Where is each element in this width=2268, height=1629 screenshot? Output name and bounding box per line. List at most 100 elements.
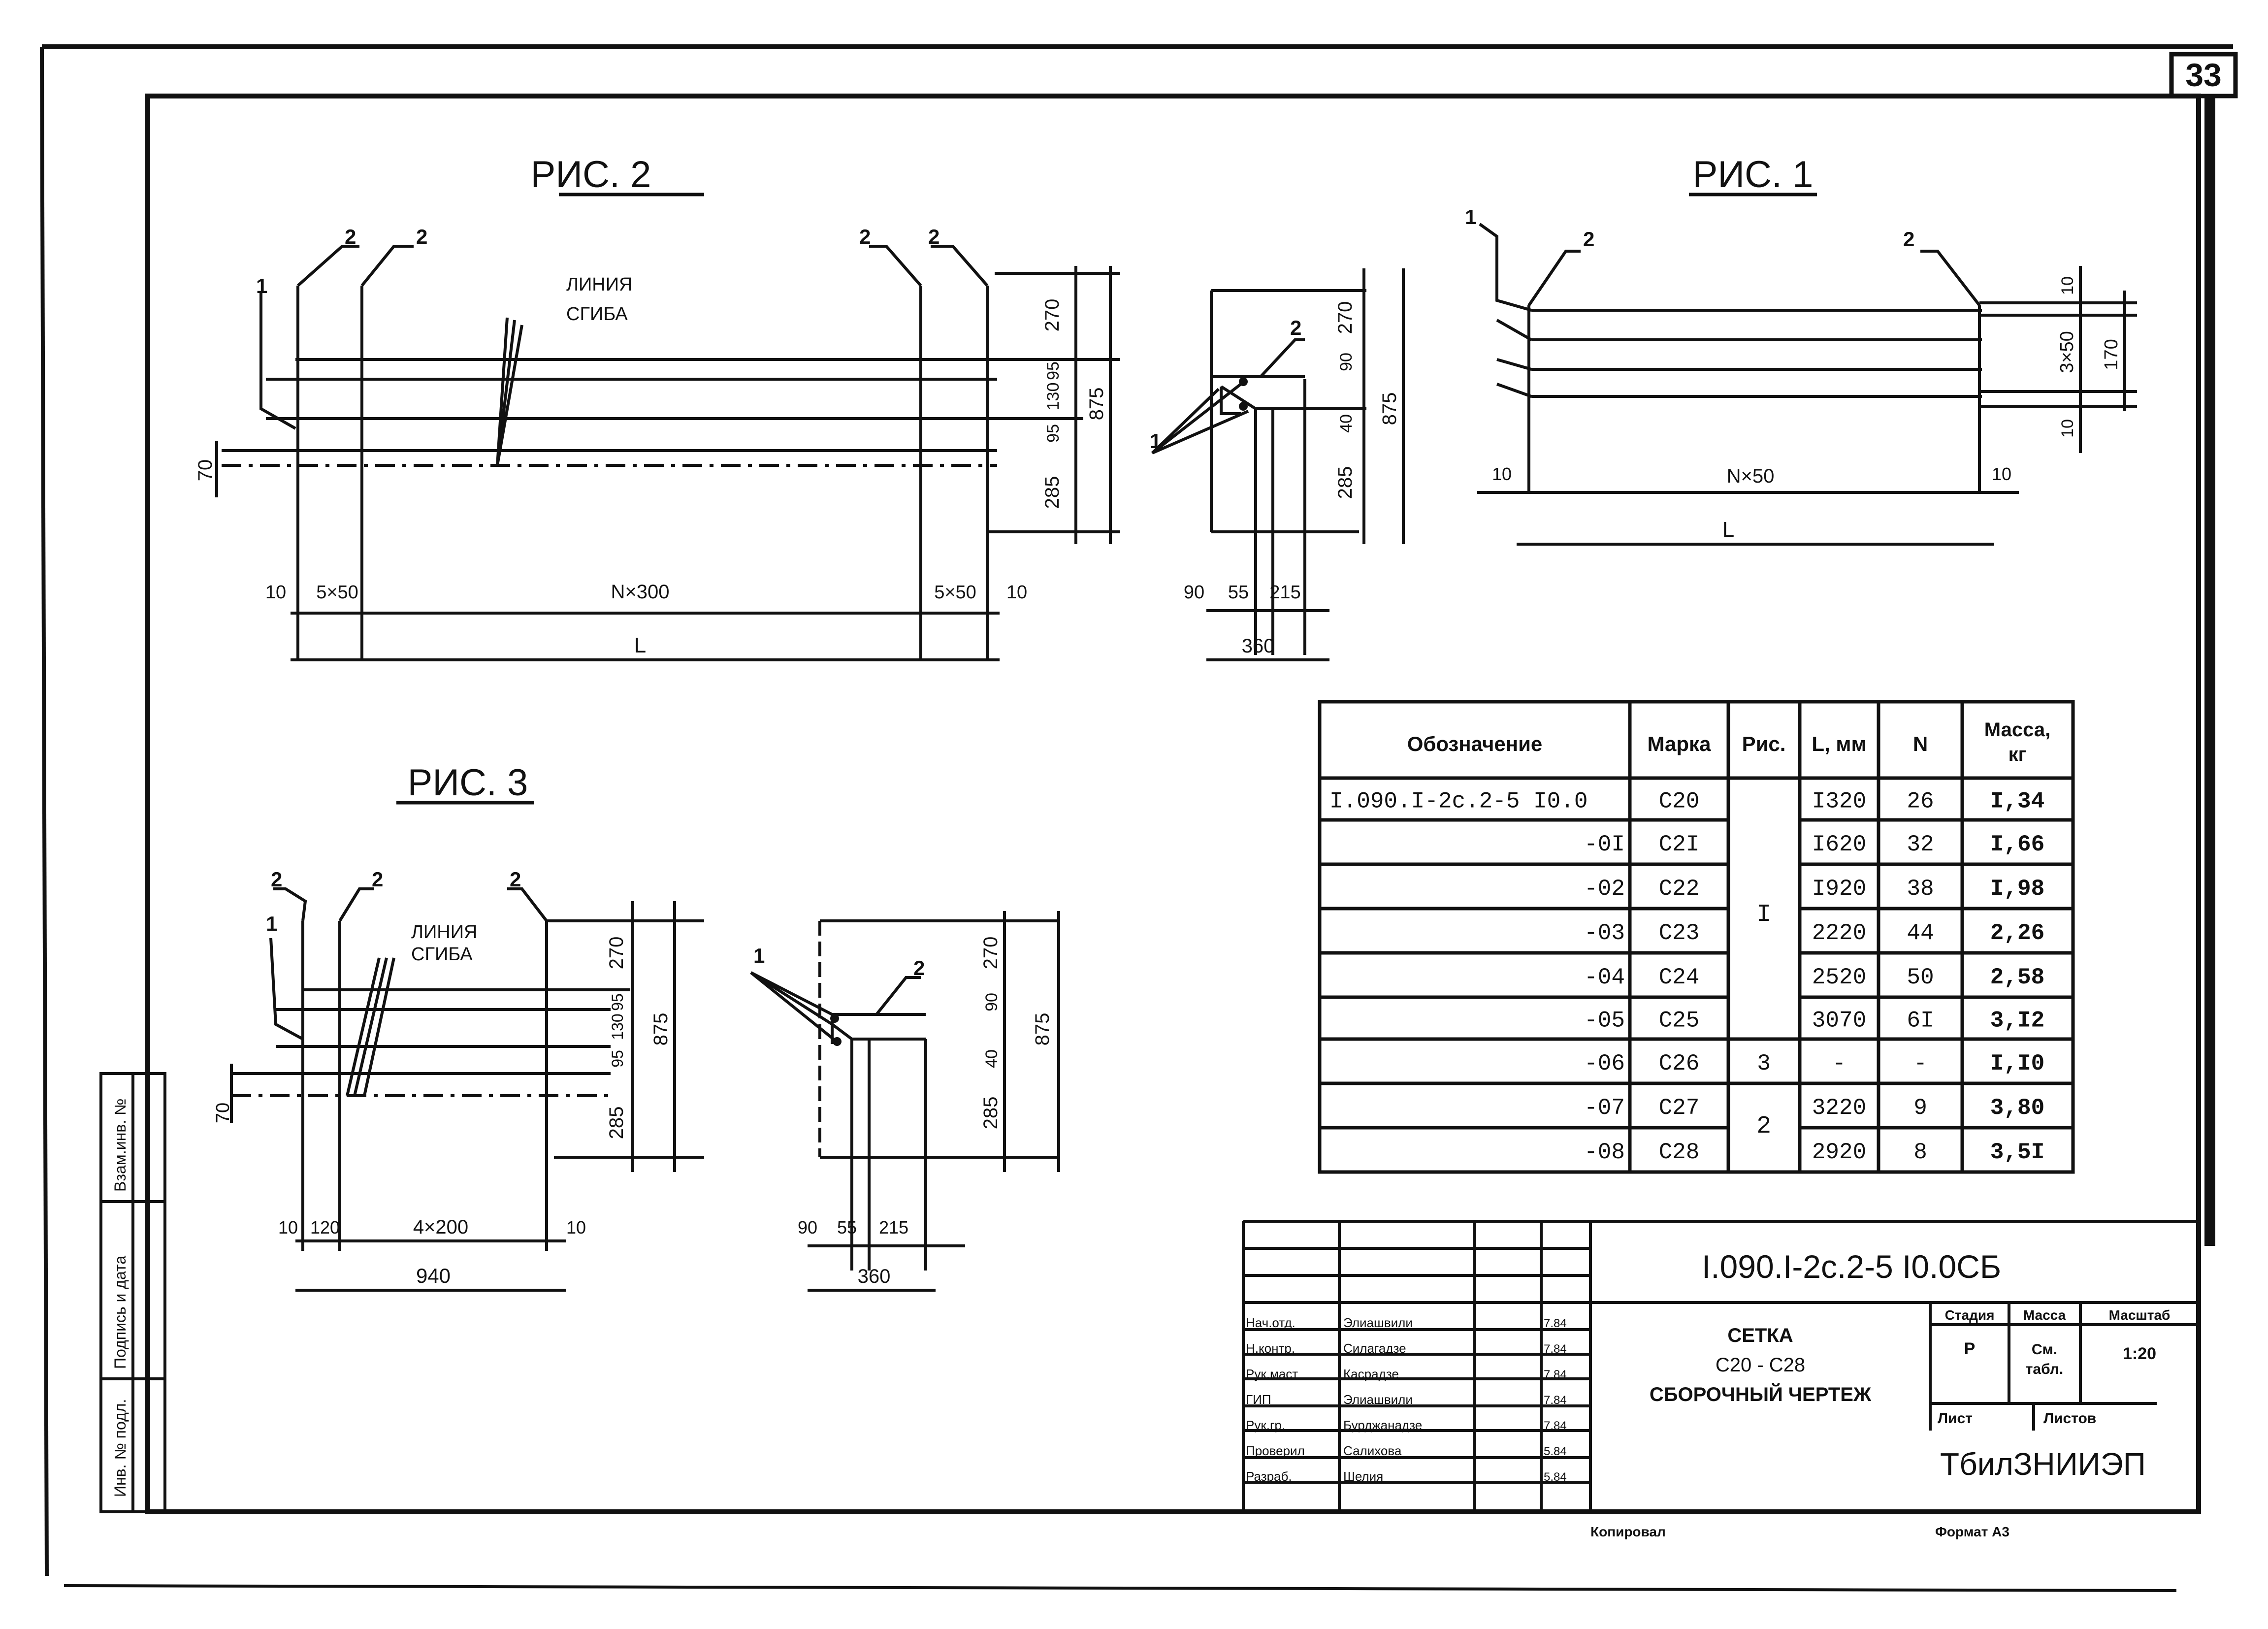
title-person-date: 5.84 <box>1544 1470 1567 1484</box>
spec-row-mark: С26 <box>1659 1051 1700 1076</box>
spec-header-3: L, мм <box>1812 732 1866 755</box>
fig2-mark-2d: 2 <box>928 225 940 248</box>
fig3-mark-2c: 2 <box>510 868 521 891</box>
spec-row-mark: С24 <box>1659 965 1700 990</box>
fig2-bend-label-2: СГИБА <box>566 304 628 325</box>
spec-row-n: 38 <box>1907 876 1934 902</box>
spec-header-1: Марка <box>1648 732 1712 755</box>
title-person-name: Элиашвили <box>1343 1315 1413 1330</box>
side-stamp-inv: Инв. № подл. <box>111 1399 129 1497</box>
fig2-dim-95b: 95 <box>1044 424 1063 443</box>
spec-row-designation: -04 <box>1584 965 1625 990</box>
side-stamp: Инв. № подл. Подпись и дата Взам.инв. № <box>99 1072 166 1513</box>
fig2-mark-2c: 2 <box>859 225 871 248</box>
spec-row-mass: I,98 <box>1990 876 2044 902</box>
fig2-section-dim-875: 875 <box>1379 392 1400 425</box>
fig3-dim-10b: 10 <box>566 1217 586 1238</box>
spec-row-mass: I,34 <box>1990 789 2044 814</box>
spec-row-length: I320 <box>1812 789 1866 814</box>
title-person-role: Рук.маст <box>1246 1367 1298 1381</box>
fig1-mesh <box>1477 223 2137 546</box>
figure-2: РИС. 2 1 2 2 2 2 ЛИНИЯ СГИБА 270 95 130 <box>194 154 1120 661</box>
fig1-mark-2a: 2 <box>1583 228 1594 251</box>
spec-row-designation: -02 <box>1584 876 1625 902</box>
spec-fig-merged-2: 2 <box>1756 1112 1771 1140</box>
fig3-section-dim-360: 360 <box>858 1266 891 1287</box>
spec-header-0: Обозначение <box>1407 732 1543 755</box>
fig2-section-dim-90: 90 <box>1337 353 1356 371</box>
spec-row-length: 2220 <box>1812 920 1866 946</box>
spec-row-mass: 3,80 <box>1990 1095 2044 1121</box>
fig2-dim-10a: 10 <box>265 582 286 603</box>
fig3-section-mark-1: 1 <box>753 944 765 967</box>
fig2-mark-2b: 2 <box>416 225 427 248</box>
spec-row-mark: С27 <box>1659 1095 1700 1121</box>
fig2-dim-285: 285 <box>1041 476 1063 509</box>
title-mass-value-2: табл. <box>2026 1361 2064 1377</box>
title-sheet-label: Лист <box>1938 1410 1973 1427</box>
title-stage-label: Стадия <box>1945 1307 1995 1323</box>
fig1-dim-span: N×50 <box>1727 465 1775 487</box>
spec-row-mark: С23 <box>1659 920 1700 946</box>
title-stage-value: Р <box>1964 1339 1976 1358</box>
spec-row-mark: С28 <box>1659 1140 1700 1165</box>
sheet-frame <box>40 44 2238 1592</box>
spec-row-mass: I,I0 <box>1990 1051 2044 1076</box>
fig2-mark-1: 1 <box>256 274 267 297</box>
spec-row-mass: I,66 <box>1990 832 2044 857</box>
fig2-dim-5x50b: 5×50 <box>934 582 976 603</box>
title-name-1: СЕТКА <box>1727 1325 1793 1346</box>
fig2-dim-5x50a: 5×50 <box>316 582 358 603</box>
fig3-section-dim-215: 215 <box>879 1217 908 1238</box>
fig2-dim-130: 130 <box>1044 383 1063 411</box>
spec-row-n: 32 <box>1907 832 1934 857</box>
spec-row-n: 26 <box>1907 789 1934 814</box>
title-person-name: Касрадзе <box>1343 1367 1399 1381</box>
fig2-section-dim-40: 40 <box>1337 414 1356 433</box>
spec-row-mass: 3,I2 <box>1990 1008 2044 1034</box>
spec-row-mass: 2,58 <box>1990 965 2044 990</box>
fig3-section-dim-40: 40 <box>982 1049 1001 1068</box>
sheet-number: 33 <box>2185 57 2221 93</box>
title-person-date: 7.84 <box>1544 1342 1567 1356</box>
spec-row-designation: -08 <box>1584 1140 1625 1165</box>
fig3-dim-270: 270 <box>606 937 627 970</box>
fig2-section-dim-285: 285 <box>1334 466 1356 499</box>
title-block: I.090.I-2с.2-5 I0.0СБ СЕТКА С20 - С28 СБ… <box>1242 1220 2199 1539</box>
title-person-name: Бурджанадзе <box>1343 1418 1422 1433</box>
title-person-date: 7.84 <box>1544 1317 1567 1330</box>
fig2-dim-875: 875 <box>1086 388 1107 421</box>
fig3-section-dim-90: 90 <box>982 993 1001 1011</box>
spec-row-designation: -0I <box>1584 832 1625 857</box>
spec-row-mass: 2,26 <box>1990 920 2044 946</box>
spec-row-n: 8 <box>1913 1140 1927 1165</box>
fig2-dim-95a: 95 <box>1044 361 1063 380</box>
fig3-dim-10a: 10 <box>278 1217 298 1238</box>
title-person-date: 7.84 <box>1544 1394 1567 1407</box>
spec-row-length: I920 <box>1812 876 1866 902</box>
fig1-dim-left: 10 <box>1492 464 1512 484</box>
fig2-section-dim-90w: 90 <box>1184 582 1204 603</box>
title-doc-code: I.090.I-2с.2-5 I0.0СБ <box>1702 1248 2001 1285</box>
spec-row-length: 2920 <box>1812 1140 1866 1165</box>
title-person-role: Н.контр. <box>1246 1341 1295 1356</box>
fig2-dim-L: L <box>634 633 646 657</box>
fig2-mark-2a: 2 <box>345 225 356 248</box>
fig2-section-mark-1: 1 <box>1150 429 1161 453</box>
title-person-date: 7.84 <box>1544 1419 1567 1433</box>
fig3-dim-875: 875 <box>650 1013 672 1046</box>
fig2-section-dim-55: 55 <box>1228 582 1249 603</box>
fig1-dim-right: 10 <box>1992 464 2011 484</box>
side-stamp-replace: Взам.инв. № <box>111 1099 129 1192</box>
spec-row-n: 44 <box>1907 920 1934 946</box>
title-person-name: Силагадзе <box>1343 1341 1406 1356</box>
title-person-name: Салихова <box>1343 1443 1402 1458</box>
fig3-dim-95a: 95 <box>609 993 626 1011</box>
fig3-section-dim-875: 875 <box>1032 1013 1053 1046</box>
title-format-label: Формат А3 <box>1935 1524 2009 1539</box>
fig3-section-dim-55: 55 <box>837 1217 857 1238</box>
title-person-role: Рук.гр. <box>1246 1418 1285 1433</box>
spec-row-n: - <box>1913 1051 1927 1076</box>
fig1-dim-L: L <box>1722 518 1734 542</box>
spec-row-length: - <box>1832 1051 1846 1076</box>
